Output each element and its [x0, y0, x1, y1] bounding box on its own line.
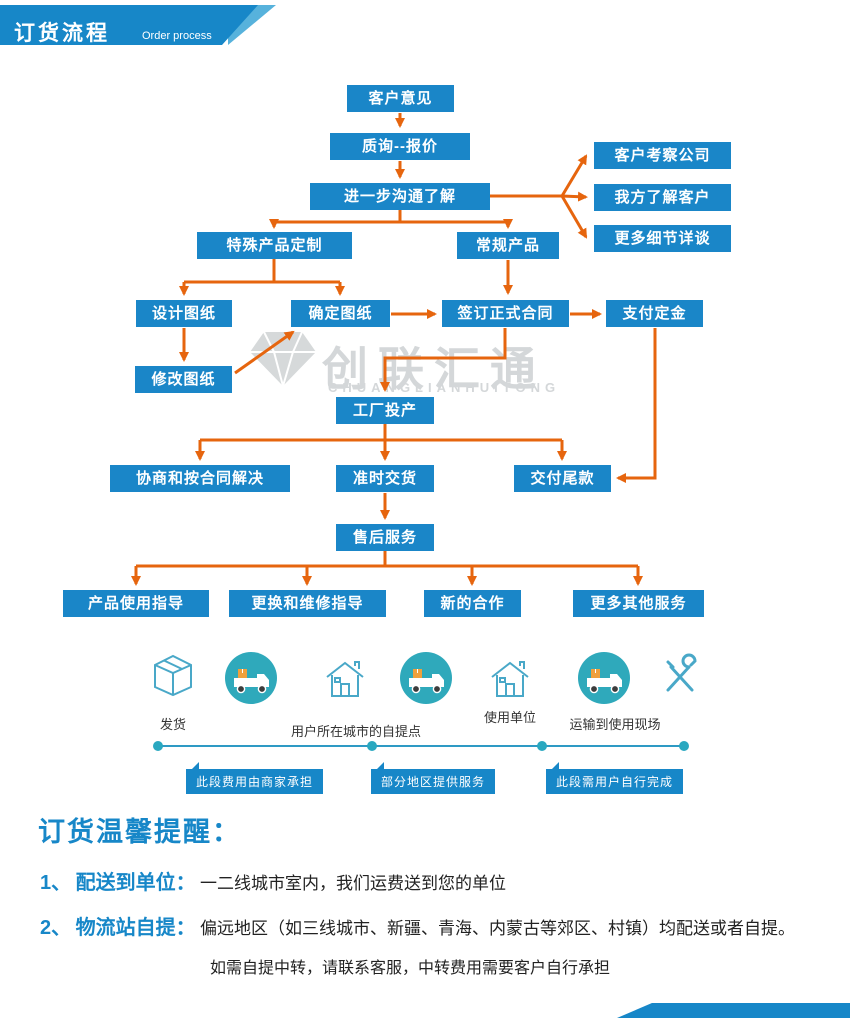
flow-node-repair-guidance: 更换和维修指导	[229, 590, 386, 617]
house-icon	[491, 661, 529, 697]
flow-node-aftersales: 售后服务	[336, 524, 434, 551]
logistics-label-transport-site: 运输到使用现场	[569, 717, 661, 732]
logistics-label-pickup-point: 用户所在城市的自提点	[290, 724, 421, 739]
note-number: 1、	[40, 872, 72, 894]
flow-node-modify-drawing: 修改图纸	[135, 366, 232, 393]
flow-node-factory-production: 工厂投产	[336, 397, 434, 424]
shipping-box-icon	[154, 654, 192, 697]
delivery-truck-icon	[225, 652, 277, 704]
flow-node-pay-balance: 交付尾款	[514, 465, 611, 492]
delivery-truck-icon	[578, 652, 630, 704]
flow-node-discuss-details: 更多细节详谈	[594, 225, 731, 252]
flow-node-custom-product: 特殊产品定制	[197, 232, 352, 259]
notes-title: 订货温馨提醒：	[38, 817, 241, 847]
house-icon	[326, 661, 364, 697]
bottom-corner-decoration	[617, 1003, 850, 1018]
note-item-pickup: 2、 物流站自提： 偏远地区（如三线城市、新疆、青海、内蒙古等郊区、村镇）均配送…	[40, 911, 795, 940]
flow-node-negotiate-resolve: 协商和按合同解决	[110, 465, 290, 492]
flow-node-understand-customer: 我方了解客户	[594, 184, 731, 211]
flow-node-visit-company: 客户考察公司	[594, 142, 731, 169]
flow-node-inquiry-quote: 质询--报价	[330, 133, 470, 160]
timeline-line	[156, 745, 684, 747]
flow-node-ontime-delivery: 准时交货	[336, 465, 434, 492]
brand-watermark-latin: CHUANGLIANHUITONG	[328, 380, 561, 395]
flow-node-further-communication: 进一步沟通了解	[310, 183, 490, 210]
header-ribbon: 订货流程 Order process	[0, 5, 258, 45]
tools-icon	[666, 653, 697, 692]
timeline-tag-user-complete: 此段需用户自行完成	[546, 762, 684, 794]
flow-node-design-drawing: 设计图纸	[136, 300, 232, 327]
logistics-label-ship: 发货	[159, 717, 186, 732]
timeline-dot	[153, 741, 163, 751]
timeline-dot	[537, 741, 547, 751]
note-item-delivery: 1、 配送到单位： 一二线城市室内，我们运费送到您的单位	[40, 866, 506, 895]
note-body: 一二线城市室内，我们运费送到您的单位	[200, 874, 507, 893]
flow-node-pay-deposit: 支付定金	[606, 300, 703, 327]
flow-node-regular-product: 常规产品	[457, 232, 559, 259]
brand-gem-icon	[250, 331, 316, 387]
note-heading: 配送到单位：	[75, 872, 196, 894]
flow-node-sign-contract: 签订正式合同	[442, 300, 569, 327]
flow-node-more-services: 更多其他服务	[573, 590, 704, 617]
flow-node-new-cooperation: 新的合作	[424, 590, 521, 617]
flow-node-customer-feedback: 客户意见	[347, 85, 454, 112]
note-number: 2、	[40, 917, 72, 939]
note-heading: 物流站自提：	[75, 917, 196, 939]
timeline-dot	[367, 741, 377, 751]
timeline-tag-merchant-cost: 此段费用由商家承担	[186, 762, 324, 794]
page-subtitle: Order process	[142, 30, 212, 42]
logistics-label-user-unit: 使用单位	[483, 710, 536, 725]
note-body: 偏远地区（如三线城市、新疆、青海、内蒙古等郊区、村镇）均配送或者自提。	[200, 919, 796, 938]
delivery-truck-icon	[400, 652, 452, 704]
timeline-tag-partial-service: 部分地区提供服务	[371, 762, 496, 794]
page-title: 订货流程	[14, 22, 110, 45]
flow-node-usage-guidance: 产品使用指导	[63, 590, 209, 617]
note-item-transfer: 如需自提中转，请联系客服，中转费用需要客户自行承担	[210, 960, 611, 977]
timeline-dot	[679, 741, 689, 751]
flow-node-confirm-drawing: 确定图纸	[291, 300, 390, 327]
